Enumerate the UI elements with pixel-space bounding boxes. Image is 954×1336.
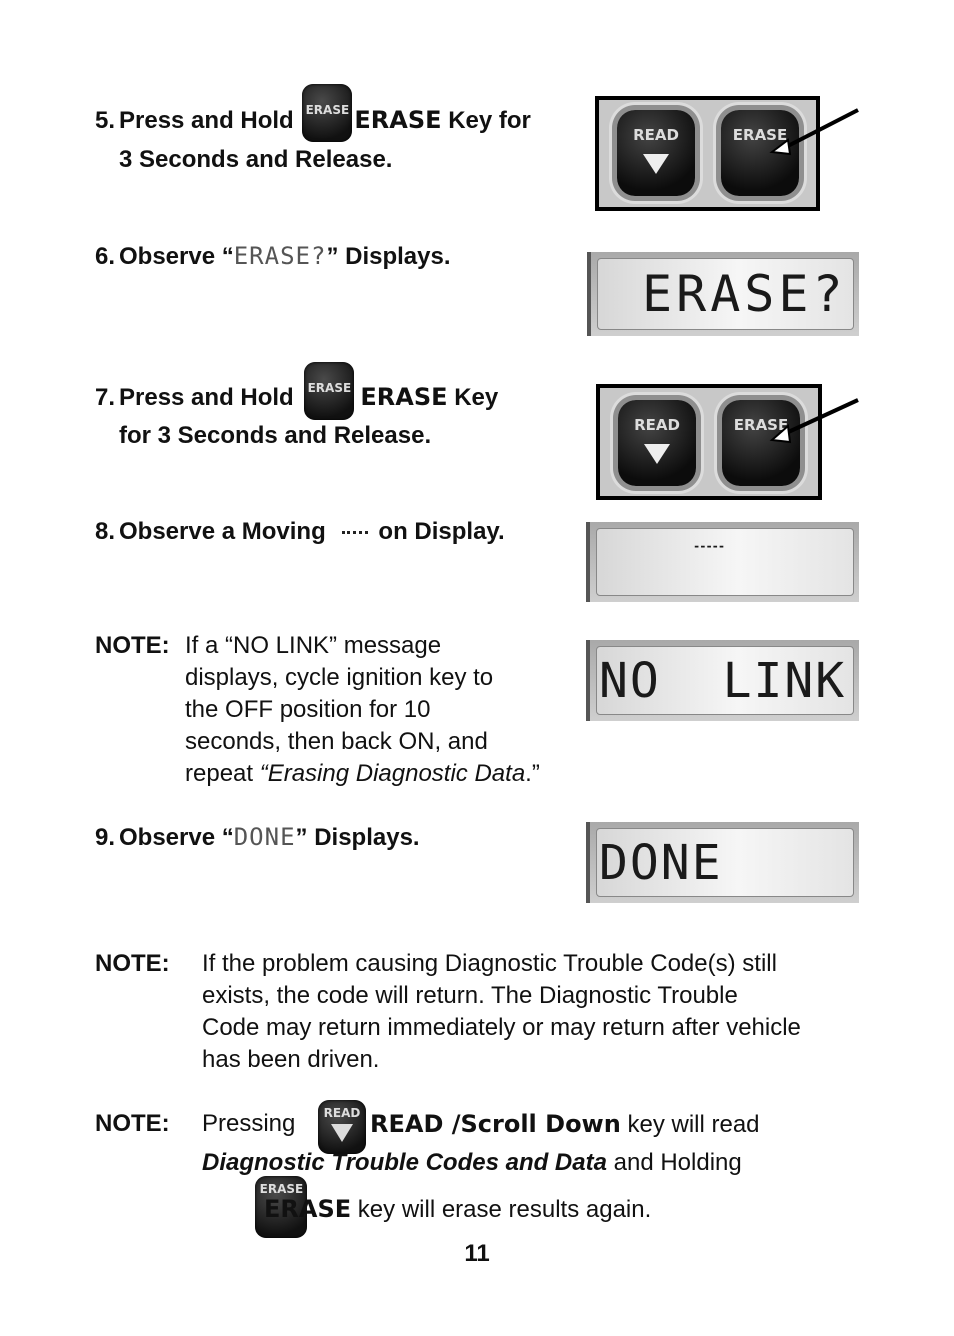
moving-dashes-icon <box>342 531 369 535</box>
step-text: Key for <box>441 107 531 134</box>
lcd-text-done: DONE <box>233 823 296 851</box>
read-key-icon: READ <box>318 1100 366 1154</box>
lcd-text-erase: ERASE? <box>233 242 327 270</box>
note-3-line-2: Diagnostic Trouble Codes and Data and Ho… <box>202 1149 742 1176</box>
note-1-last-line: repeat “Erasing Diagnostic Data.” <box>185 760 540 787</box>
step-5-line-2: 3 Seconds and Release. <box>119 146 393 173</box>
step-9: 9.Observe “DONE” Displays. <box>95 823 420 851</box>
erase-key-icon: ERASE <box>302 83 353 142</box>
page-number: 11 <box>464 1240 490 1267</box>
lcd-value: ERASE? <box>642 265 847 323</box>
keypad-image: READ ERASE <box>596 384 822 500</box>
note-label: NOTE: <box>95 632 170 659</box>
down-arrow-icon <box>331 1124 353 1142</box>
lcd-value: NO LINK <box>599 653 847 709</box>
step-number: 5. <box>95 107 116 134</box>
lcd-display-no-link: NO LINK <box>586 640 859 721</box>
lcd-display-moving: ----- <box>586 522 859 602</box>
erase-key-icon: ERASE <box>304 361 355 420</box>
pointer-arrow-icon <box>769 108 859 156</box>
note-3-line-3: ERASE key will erase results again. <box>264 1195 652 1223</box>
step-text: Press and Hold <box>119 107 294 134</box>
lcd-display-erase: ERASE? <box>587 252 859 336</box>
erase-key-image: ERASE <box>722 400 800 486</box>
keypad-image: READ ERASE <box>595 96 820 211</box>
read-key-image: READ <box>617 110 695 196</box>
note-label: NOTE: <box>95 950 170 977</box>
lcd-value: DONE <box>599 835 723 891</box>
down-arrow-icon <box>644 444 670 464</box>
read-key-image: READ <box>618 400 696 486</box>
note-3-line-1: READ /Scroll Down key will read <box>370 1110 760 1138</box>
step-6: 6.Observe “ERASE?” Displays. <box>95 242 451 270</box>
pointer-arrow-icon <box>769 398 859 444</box>
lcd-display-done: DONE <box>586 822 859 903</box>
step-8: 8.Observe a Moving on Display. <box>95 518 505 545</box>
erase-key-icon: ERASE <box>255 1176 308 1238</box>
down-arrow-icon <box>643 154 669 174</box>
step-7-line-2: for 3 Seconds and Release. <box>119 422 432 449</box>
lcd-value: ----- <box>693 539 725 553</box>
note-label: NOTE: <box>95 1110 170 1137</box>
erase-key-label: ERASE <box>360 383 448 411</box>
erase-key-label: ERASE <box>354 106 442 134</box>
